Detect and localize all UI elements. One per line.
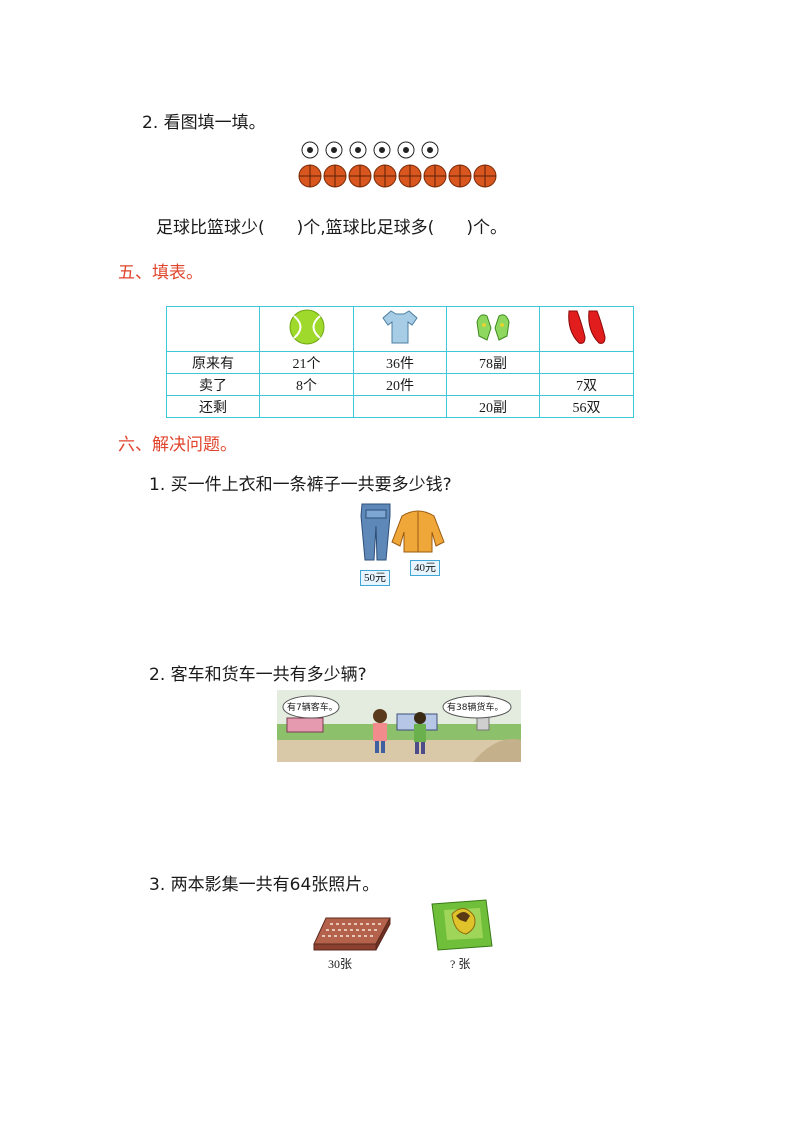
table-row: 原来有 21个 36件 78副 bbox=[166, 351, 634, 374]
table-cell: 36件 bbox=[353, 351, 447, 374]
pants-icon bbox=[360, 503, 391, 561]
table-cell-blank[interactable] bbox=[446, 373, 540, 396]
header-shoes bbox=[539, 306, 634, 352]
shirt-icon bbox=[382, 310, 418, 344]
basketballs bbox=[298, 164, 497, 188]
table-cell: 78副 bbox=[446, 351, 540, 374]
table-cell: 20件 bbox=[353, 373, 447, 396]
soccer-balls bbox=[301, 141, 439, 159]
q2-title: 2. 看图填一填。 bbox=[142, 113, 266, 133]
table-row: 还剩 20副 56双 bbox=[166, 395, 634, 418]
table-cell: 20副 bbox=[446, 395, 540, 418]
table-cell-blank[interactable] bbox=[539, 351, 634, 374]
sentence-part-b: )个,篮球比足球多( bbox=[296, 218, 435, 238]
row-label: 原来有 bbox=[166, 351, 260, 374]
speech-bubble-right: 有38辆货车。 bbox=[447, 703, 504, 713]
balls-picture bbox=[298, 141, 497, 188]
album2-icon bbox=[431, 899, 493, 951]
section6-title: 六、解决问题。 bbox=[118, 435, 237, 455]
shoes-icon bbox=[567, 310, 606, 344]
header-shirt bbox=[353, 306, 447, 352]
table-cell-blank[interactable] bbox=[259, 395, 354, 418]
album1-icon bbox=[313, 917, 391, 951]
sentence-part-c: )个。 bbox=[466, 218, 507, 238]
row-label: 卖了 bbox=[166, 373, 260, 396]
clothes-picture bbox=[360, 503, 445, 561]
vehicles-picture: 有7辆客车。 有38辆货车。 bbox=[277, 690, 521, 762]
q2-sentence: 足球比篮球少( )个,篮球比足球多( )个。 bbox=[156, 213, 507, 238]
table-cell: 7双 bbox=[539, 373, 634, 396]
sentence-part-a: 足球比篮球少( bbox=[156, 218, 265, 238]
table-header-row bbox=[166, 306, 634, 352]
problem1-question: 1. 买一件上衣和一条裤子一共要多少钱? bbox=[149, 475, 452, 495]
gloves-icon bbox=[476, 314, 510, 341]
table-cell: 56双 bbox=[539, 395, 634, 418]
price-tag-pants: 50元 bbox=[360, 570, 390, 586]
street-scene bbox=[277, 690, 521, 762]
table-row: 卖了 8个 20件 7双 bbox=[166, 373, 634, 396]
section5-title: 五、填表。 bbox=[118, 263, 203, 283]
fill-table: 原来有 21个 36件 78副 卖了 8个 20件 7双 还剩 20副 56双 bbox=[166, 306, 634, 418]
album1-label: 30张 bbox=[328, 957, 353, 971]
price-tag-jacket: 40元 bbox=[410, 560, 440, 576]
table-cell-blank[interactable] bbox=[353, 395, 447, 418]
header-empty-cell bbox=[166, 306, 260, 352]
album2-label: ? 张 bbox=[450, 957, 471, 971]
problem2-question: 2. 客车和货车一共有多少辆? bbox=[149, 665, 367, 685]
child-right-icon bbox=[414, 712, 426, 754]
table-cell: 21个 bbox=[259, 351, 354, 374]
table-cell: 8个 bbox=[259, 373, 354, 396]
tennis-ball-icon bbox=[289, 309, 324, 345]
jacket-icon bbox=[391, 510, 445, 553]
header-gloves bbox=[446, 306, 540, 352]
row-label: 还剩 bbox=[166, 395, 260, 418]
header-tennis-ball bbox=[259, 306, 354, 352]
speech-bubble-left: 有7辆客车。 bbox=[287, 703, 338, 713]
child-left-icon bbox=[373, 709, 387, 753]
problem3-question: 3. 两本影集一共有64张照片。 bbox=[149, 875, 380, 895]
